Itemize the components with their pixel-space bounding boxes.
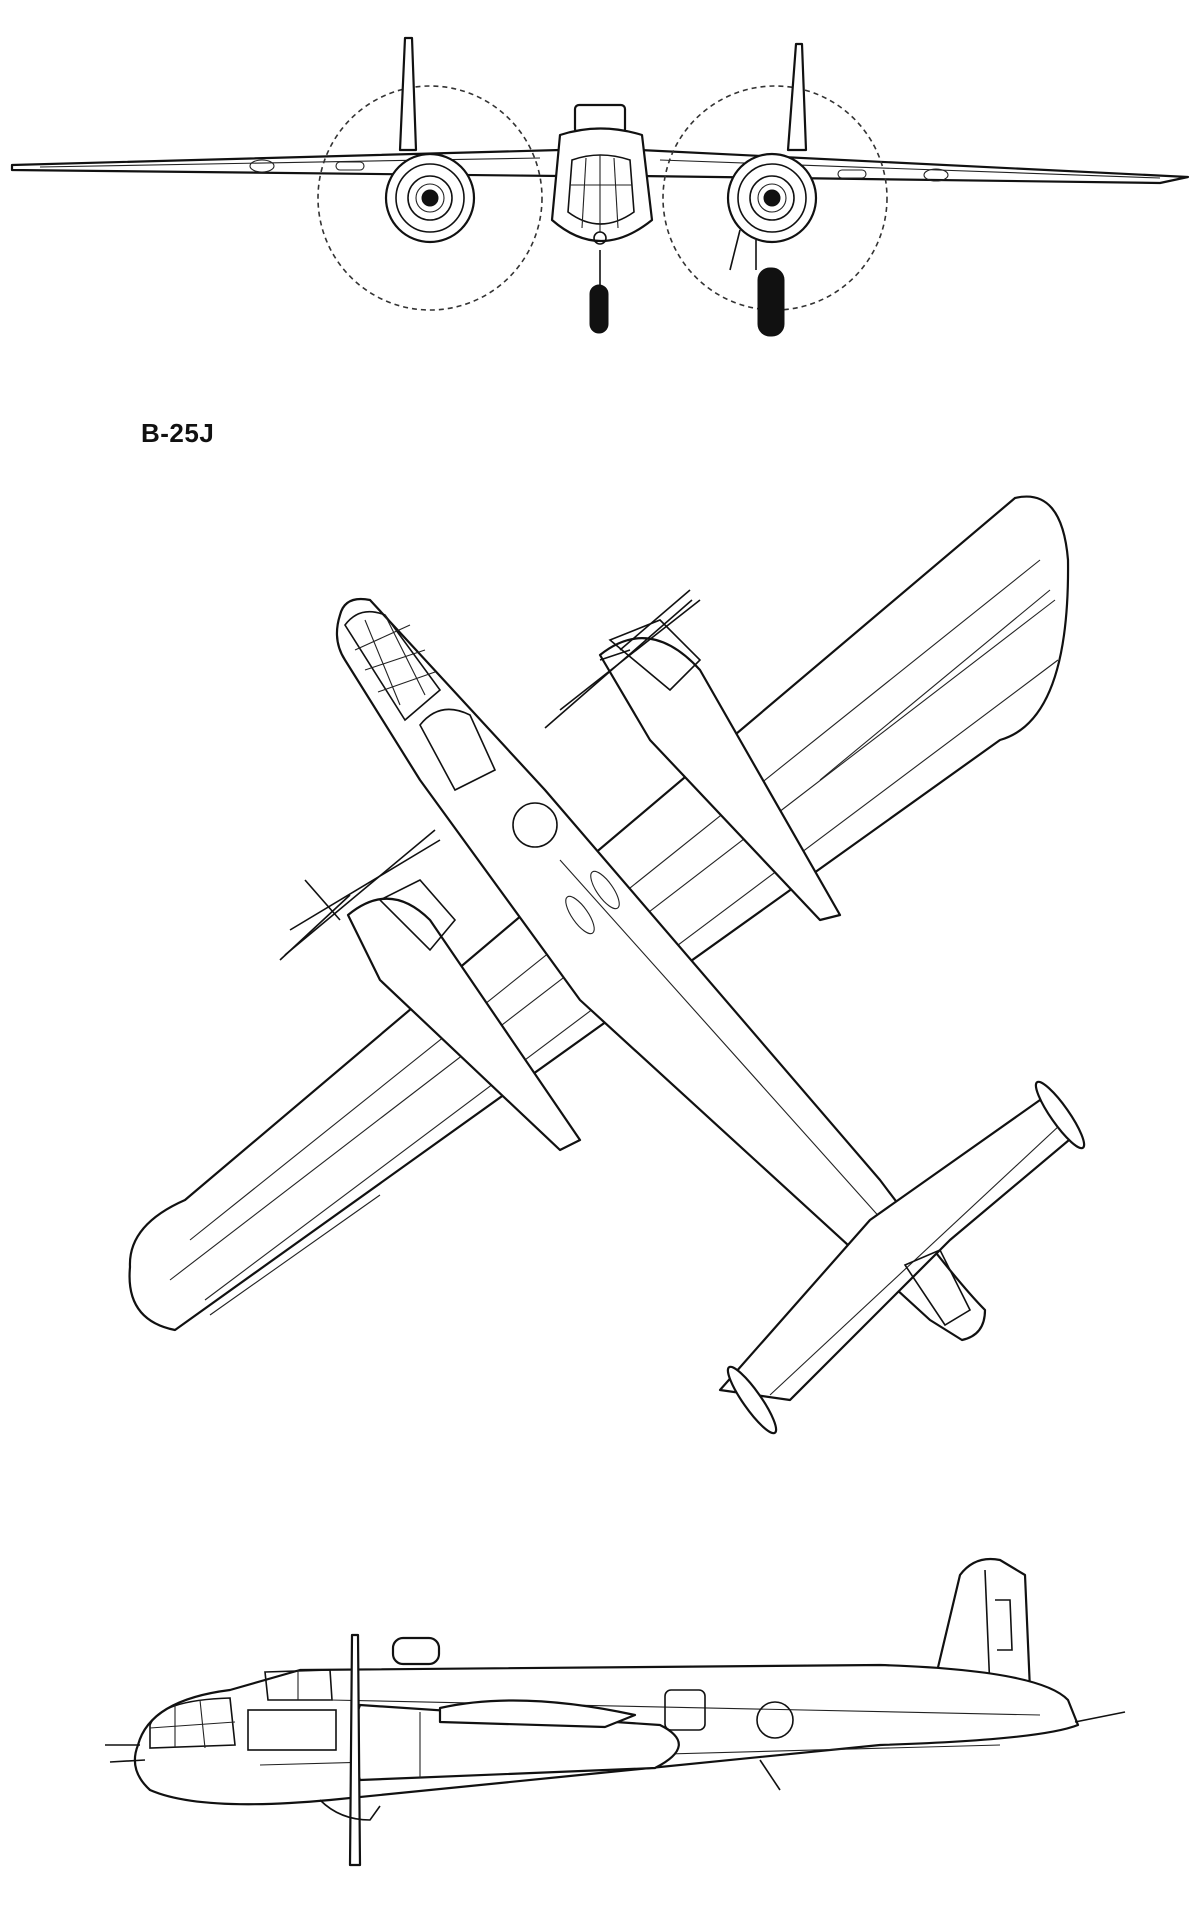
left-fin: [398, 36, 418, 152]
side-propeller: [348, 1633, 362, 1867]
top-right-nacelle: [559, 589, 842, 922]
top-left-propeller: [284, 829, 436, 956]
side-view: [105, 1557, 1126, 1867]
top-fuselage: [335, 597, 987, 1342]
side-nose-glazing: [149, 1697, 236, 1749]
top-right-propeller: [544, 599, 693, 729]
top-view: [128, 495, 1086, 1435]
top-cockpit: [419, 708, 497, 792]
front-landing-gear: [589, 229, 785, 337]
side-insignia: [756, 1701, 794, 1739]
side-vertical-tail: [933, 1557, 1032, 1692]
top-left-nacelle: [279, 839, 582, 1152]
left-engine-nacelle: [384, 152, 476, 244]
front-fuselage: [550, 103, 654, 245]
wing-flaps: [209, 589, 1051, 1316]
top-tail-fin-left: [726, 1365, 778, 1435]
right-fin: [786, 42, 808, 152]
left-propeller-arc: [317, 85, 543, 311]
top-nose-glazing: [344, 610, 442, 722]
top-tail-turret: [903, 1248, 972, 1327]
aircraft-designation-label: B-25J: [141, 418, 215, 448]
top-turret: [512, 802, 558, 848]
right-engine-nacelle: [726, 152, 818, 244]
front-view: [10, 36, 1190, 337]
side-top-turret: [391, 1636, 441, 1666]
top-tail-fin-right: [1034, 1080, 1086, 1150]
